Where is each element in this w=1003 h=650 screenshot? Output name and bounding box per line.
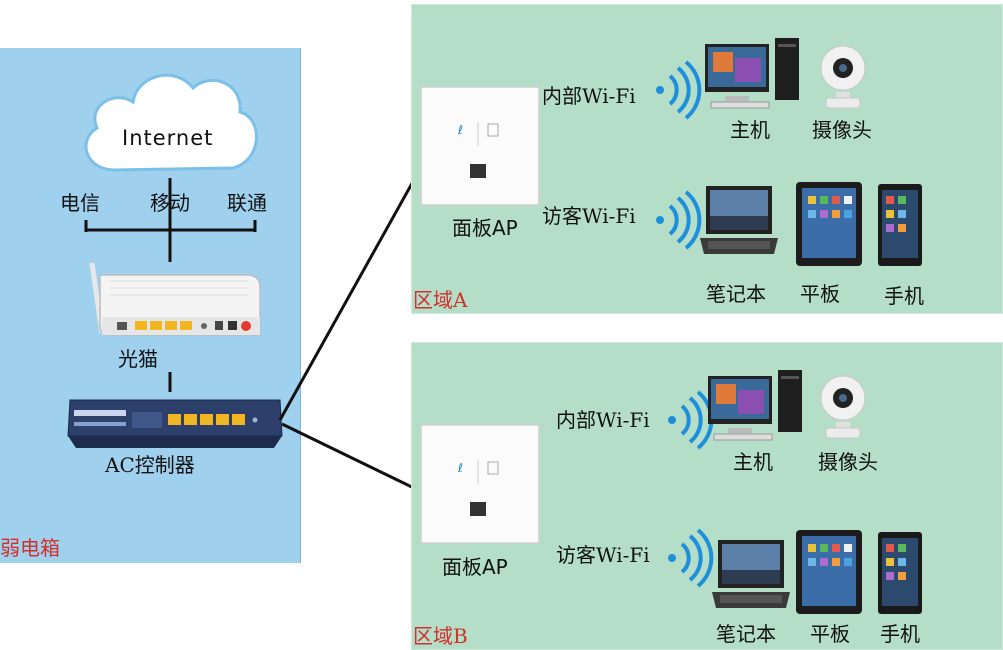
zone-b-laptop-label: 笔记本: [716, 622, 776, 646]
panel-ap-icon: ℓ: [420, 424, 540, 544]
zone-a-title: 区域A: [413, 288, 468, 312]
zone-a-laptop-label: 笔记本: [706, 282, 766, 306]
zone-b-title: 区域B: [413, 624, 468, 648]
svg-text:ℓ: ℓ: [457, 123, 463, 137]
isp-telecom-label: 电信: [60, 191, 100, 215]
zone-b-guest-wifi-label: 访客Wi-Fi: [556, 543, 650, 567]
zone-b-ap-label: 面板AP: [442, 555, 508, 579]
desktop-pc-icon: [705, 38, 799, 109]
camera-icon: [820, 45, 866, 109]
weak-current-box-title: 弱电箱: [0, 536, 60, 560]
wifi-signal-icon: [656, 60, 702, 120]
tablet-icon: [796, 182, 862, 266]
isp-connector-lines: [84, 178, 257, 392]
zone-b-pc-label: 主机: [733, 450, 773, 474]
zone-b-tablet-label: 平板: [810, 622, 850, 646]
camera-icon: [820, 375, 866, 439]
internet-label: Internet: [122, 126, 214, 150]
zone-a-camera-label: 摄像头: [812, 118, 872, 142]
zone-a-ap-label: 面板AP: [452, 216, 518, 240]
zone-b-camera-label: 摄像头: [818, 450, 878, 474]
tablet-icon: [796, 530, 862, 614]
optical-modem-label: 光猫: [118, 347, 158, 371]
cloud-icon: [84, 73, 258, 172]
optical-modem-icon: [89, 262, 261, 336]
ac-controller-label: AC控制器: [105, 453, 195, 477]
wifi-signal-icon: [668, 528, 714, 588]
desktop-pc-icon: [708, 370, 802, 441]
zone-a-internal-wifi-label: 内部Wi-Fi: [542, 84, 636, 108]
svg-text:ℓ: ℓ: [457, 461, 463, 475]
zone-a-pc-label: 主机: [730, 118, 770, 142]
zone-a-guest-wifi-label: 访客Wi-Fi: [542, 204, 636, 228]
panel-ap-icon: ℓ: [420, 86, 540, 206]
smartphone-icon: [878, 184, 922, 266]
ac-controller-icon: [67, 399, 283, 448]
zone-b-phone-label: 手机: [880, 622, 920, 646]
isp-unicom-label: 联通: [227, 191, 267, 215]
smartphone-icon: [878, 532, 922, 614]
wifi-signal-icon: [656, 190, 702, 250]
zone-a-phone-label: 手机: [884, 284, 924, 308]
zone-b-internal-wifi-label: 内部Wi-Fi: [556, 408, 650, 432]
wifi-signal-icon: [668, 390, 714, 450]
laptop-icon: [700, 186, 778, 254]
zone-a-tablet-label: 平板: [800, 282, 840, 306]
laptop-icon: [712, 540, 790, 608]
